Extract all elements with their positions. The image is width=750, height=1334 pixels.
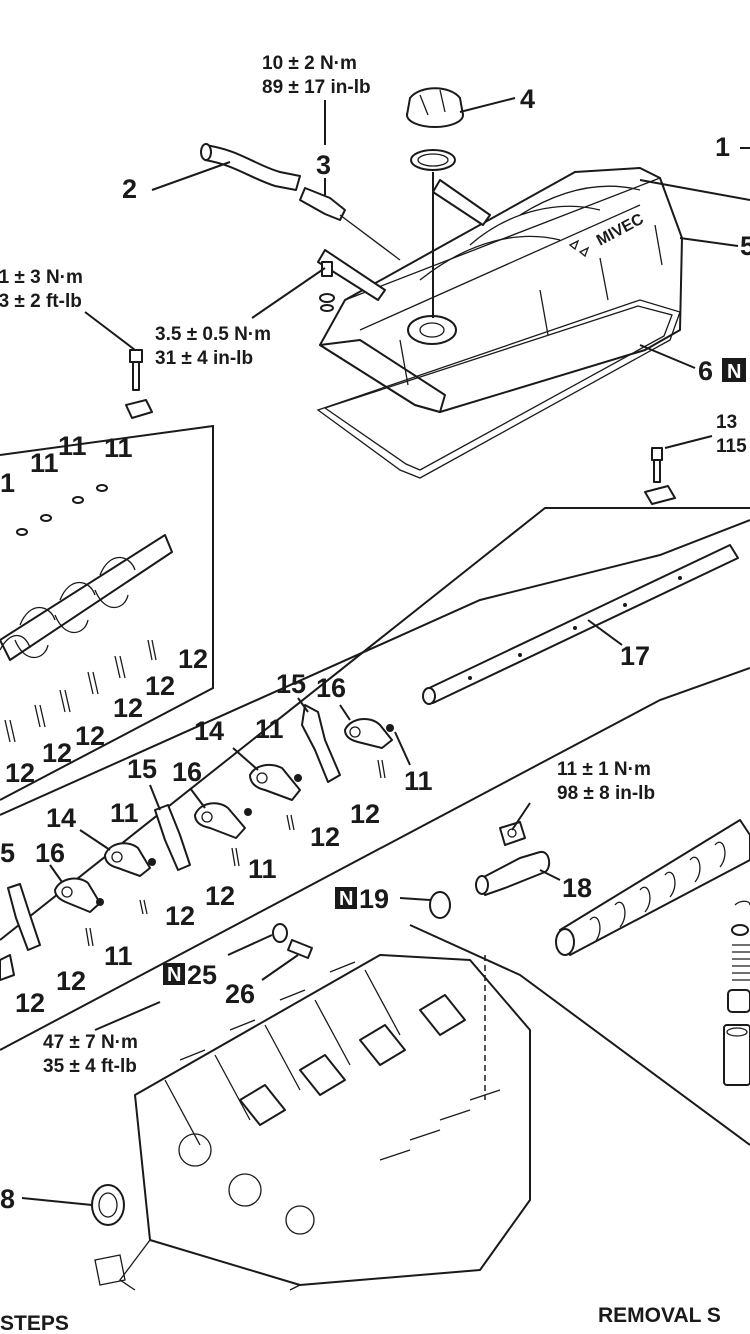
- new-part-marker-6-text: N: [727, 361, 741, 383]
- callout-14: 14: [46, 803, 76, 833]
- callout-16: 16: [35, 838, 65, 868]
- callout-11: 11: [110, 798, 139, 828]
- springs-left: [4, 639, 157, 743]
- right-bolt-torque-imperial: 115: [716, 436, 747, 457]
- cylinder-head-part: [94, 954, 531, 1291]
- callout-17: 17: [620, 641, 650, 671]
- callout-6: 6: [698, 356, 713, 386]
- breather-torque-metric: 10 ± 2 N·m: [262, 53, 357, 74]
- camshaft-oil-seal: [91, 1184, 125, 1226]
- o-ring-19: [429, 891, 451, 919]
- callout-12: 12: [165, 901, 195, 931]
- callout-16: 16: [172, 757, 202, 787]
- new-part-marker-19: [335, 887, 357, 909]
- callout-labels: 1 2 3 4 5 6 N 11 11 11 1 12 12 12 12 12 …: [0, 84, 750, 1214]
- new-part-marker-19-text: N: [339, 888, 353, 910]
- callout-12: 12: [75, 721, 105, 751]
- callout-18: 18: [562, 873, 592, 903]
- oil-control-valve-part: [475, 821, 551, 896]
- callout-11: 11: [30, 448, 59, 478]
- callout-19: 19: [359, 884, 389, 914]
- callout-16: 16: [316, 673, 346, 703]
- callout-11: 11: [248, 854, 277, 884]
- breather-torque-imperial: 89 ± 17 in-lb: [262, 77, 371, 98]
- pcv-valve: [299, 187, 401, 261]
- panel-frames: [0, 424, 750, 1146]
- callout-15: 15: [127, 754, 157, 784]
- rocker-cover-gasket: [316, 299, 681, 479]
- callout-5: 5: [740, 231, 750, 261]
- callout-5-left: 5: [0, 838, 15, 868]
- callout-25: 25: [187, 960, 217, 990]
- callout-11: 11: [58, 431, 87, 461]
- plug-25: [272, 923, 288, 943]
- footer-headings: STEPS REMOVAL S: [0, 1304, 721, 1334]
- ocv-torque-metric: 11 ± 1 N·m: [557, 759, 651, 780]
- callout-12: 12: [56, 966, 86, 996]
- callout-12: 12: [350, 799, 380, 829]
- callout-3: 3: [316, 150, 331, 180]
- callout-12: 12: [178, 644, 208, 674]
- harness-brackets: [317, 179, 491, 301]
- head-bolt-torque-metric: 47 ± 7 N·m: [43, 1032, 138, 1053]
- cover-bolt-torque-imperial: 31 ± 4 in-lb: [155, 348, 253, 369]
- callout-11: 11: [104, 433, 133, 463]
- removal-steps-heading: REMOVAL S: [598, 1304, 721, 1327]
- left-bolt-torque-imperial: 23 ± 2 ft-lb: [0, 291, 82, 312]
- left-bolt: [125, 349, 153, 419]
- callout-12: 12: [145, 671, 175, 701]
- steps-heading: STEPS: [0, 1312, 69, 1334]
- rocker-shaft-assembly: [0, 534, 173, 661]
- callout-11: 11: [255, 714, 284, 744]
- callout-12: 12: [15, 988, 45, 1018]
- callout-12: 12: [205, 881, 235, 911]
- callout-1-left: 1: [0, 468, 15, 498]
- callout-4: 4: [520, 84, 535, 114]
- callout-1: 1: [715, 132, 730, 162]
- callout-2: 2: [122, 174, 137, 204]
- callout-12: 12: [113, 693, 143, 723]
- callout-11: 11: [404, 766, 433, 796]
- callout-26: 26: [225, 979, 255, 1009]
- camshaft-part: [555, 819, 750, 956]
- head-bolt-torque-imperial: 35 ± 4 ft-lb: [43, 1056, 137, 1077]
- cover-bolt-torque-metric: 3.5 ± 0.5 N·m: [155, 324, 271, 345]
- callout-12: 12: [5, 758, 35, 788]
- leader-lines: [21, 97, 750, 1206]
- valve-components-right: [723, 900, 750, 1086]
- rocker-arm-set-middle: [104, 802, 252, 915]
- callout-15: 15: [276, 669, 306, 699]
- rocker-arm-set-upper: [249, 704, 394, 831]
- connector-26: [287, 939, 313, 959]
- rocker-cover-part: MIVEC: [319, 167, 683, 413]
- rocker-shaft-part: [422, 544, 739, 705]
- callout-11: 11: [104, 941, 133, 971]
- ocv-torque-imperial: 98 ± 8 in-lb: [557, 783, 655, 804]
- new-part-marker-25: [163, 963, 185, 985]
- callout-14: 14: [194, 716, 224, 746]
- left-bolt-torque-metric: 31 ± 3 N·m: [0, 267, 83, 288]
- new-part-marker-6: [722, 358, 746, 382]
- valve-caps-left: [16, 484, 108, 536]
- callout-8-left: 8: [0, 1184, 15, 1214]
- callout-12: 12: [42, 738, 72, 768]
- rocker-arm-set-lower: [0, 877, 104, 981]
- callout-12: 12: [310, 822, 340, 852]
- new-part-marker-25-text: N: [167, 964, 181, 986]
- breather-hose: [200, 143, 301, 191]
- oil-filler-cap: [406, 87, 464, 318]
- torque-spec-labels: 10 ± 2 N·m 89 ± 17 in-lb 3.5 ± 0.5 N·m 3…: [0, 53, 747, 1077]
- right-bolt-torque-metric: 13: [716, 412, 737, 433]
- right-bolt: [644, 447, 676, 505]
